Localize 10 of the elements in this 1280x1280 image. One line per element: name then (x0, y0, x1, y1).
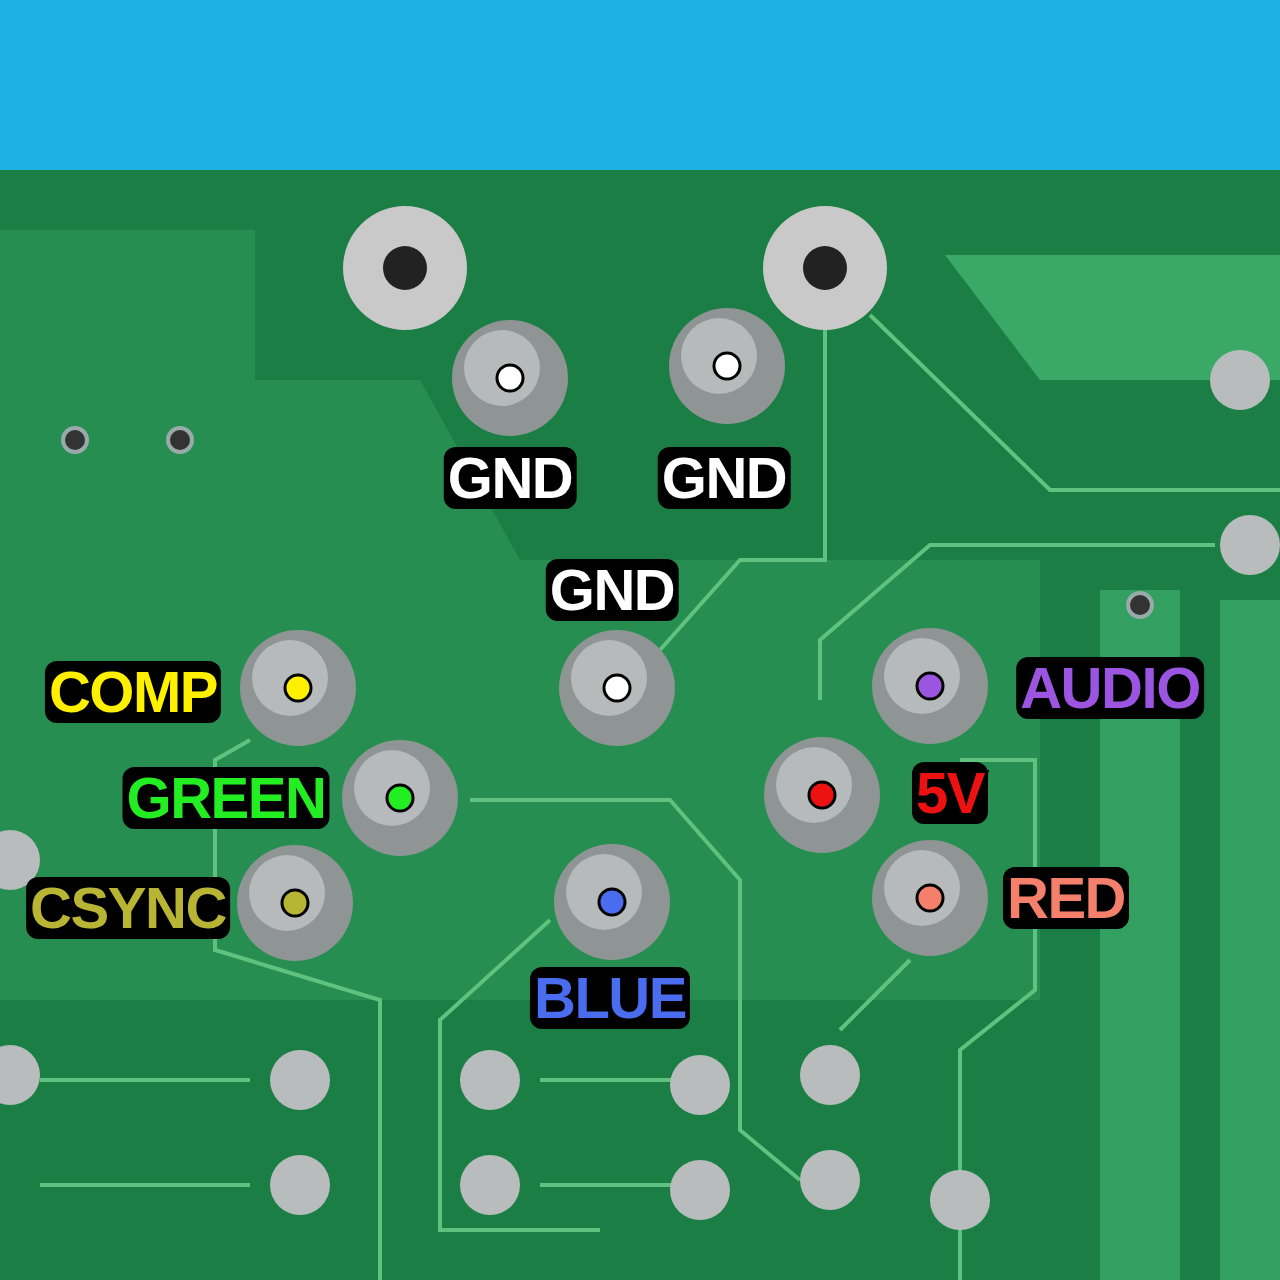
pin-label: AUDIO (1016, 657, 1204, 719)
pin-label: 5V (912, 762, 988, 824)
pin-label: GREEN (122, 767, 330, 829)
pin-label: GND (545, 559, 679, 621)
pin-label: GND (443, 447, 577, 509)
pin-label: GND (657, 447, 791, 509)
pin-label: COMP (44, 661, 222, 723)
pin-label: CSYNC (26, 877, 230, 939)
pin-label: BLUE (529, 967, 691, 1029)
pin-label: RED (1002, 867, 1130, 929)
